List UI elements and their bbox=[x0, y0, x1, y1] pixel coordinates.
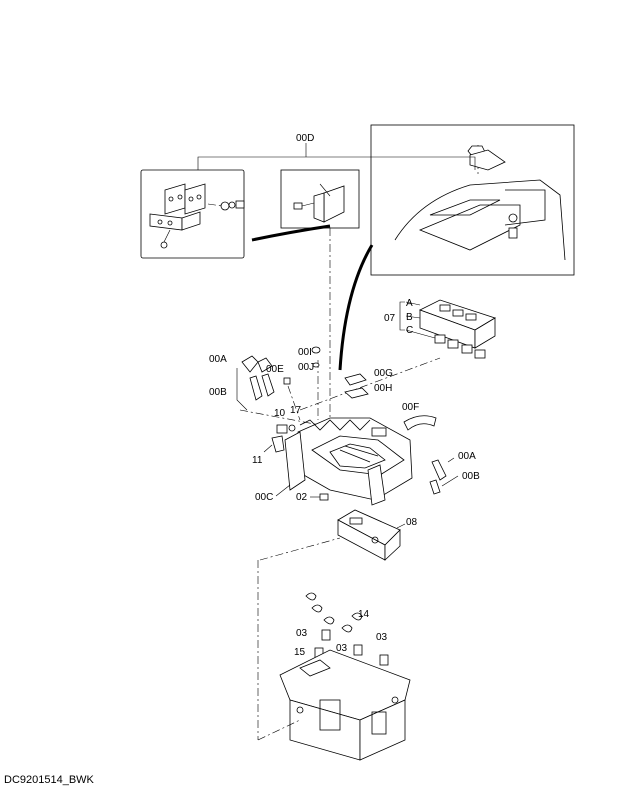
detail-bracket-view bbox=[140, 169, 245, 259]
label-10: 10 bbox=[274, 408, 286, 419]
label-00A-right: 00A bbox=[458, 451, 476, 462]
label-00H: 00H bbox=[374, 383, 392, 394]
label-00A-left: 00A bbox=[209, 354, 227, 365]
label-00J: 00J bbox=[298, 362, 314, 373]
washer-00J bbox=[312, 362, 320, 368]
small-parts-left bbox=[236, 355, 321, 426]
part-00A-right bbox=[431, 459, 447, 481]
pad-00G bbox=[344, 373, 367, 386]
label-00F: 00F bbox=[402, 402, 419, 413]
part-00B-right bbox=[429, 479, 441, 495]
label-00E: 00E bbox=[266, 364, 284, 375]
label-00G: 00G bbox=[374, 368, 393, 379]
washer-00I bbox=[311, 346, 321, 354]
detail-plate-view bbox=[280, 169, 360, 229]
label-00I: 00I bbox=[298, 347, 312, 358]
label-03-c: 03 bbox=[336, 643, 348, 654]
label-00B-right: 00B bbox=[462, 471, 480, 482]
part-17 bbox=[288, 424, 296, 432]
label-03-b: 03 bbox=[376, 632, 388, 643]
label-08: 08 bbox=[406, 517, 418, 528]
label-07: 07 bbox=[384, 313, 396, 324]
pad-00H bbox=[344, 387, 369, 399]
cover-00F bbox=[403, 415, 437, 431]
label-03-a: 03 bbox=[296, 628, 308, 639]
switch-panel bbox=[299, 299, 496, 411]
label-15: 15 bbox=[294, 647, 306, 658]
bracket-08 bbox=[337, 509, 406, 561]
bolt-02 bbox=[310, 493, 329, 501]
label-B: B bbox=[406, 312, 413, 323]
label-17: 17 bbox=[290, 405, 302, 416]
label-A: A bbox=[406, 298, 413, 309]
label-02: 02 bbox=[296, 492, 308, 503]
label-00C: 00C bbox=[255, 492, 273, 503]
part-11 bbox=[271, 435, 285, 453]
label-11: 11 bbox=[252, 455, 263, 466]
main-console bbox=[284, 417, 413, 506]
part-10 bbox=[276, 424, 288, 434]
label-00D: 00D bbox=[296, 133, 314, 144]
drawing-id: DC9201514_BWK bbox=[4, 774, 94, 786]
label-C: C bbox=[406, 325, 413, 336]
label-00B-left: 00B bbox=[209, 387, 227, 398]
lower-frame bbox=[257, 592, 411, 761]
detail-console-view bbox=[370, 124, 575, 276]
label-14: 14 bbox=[358, 609, 370, 620]
